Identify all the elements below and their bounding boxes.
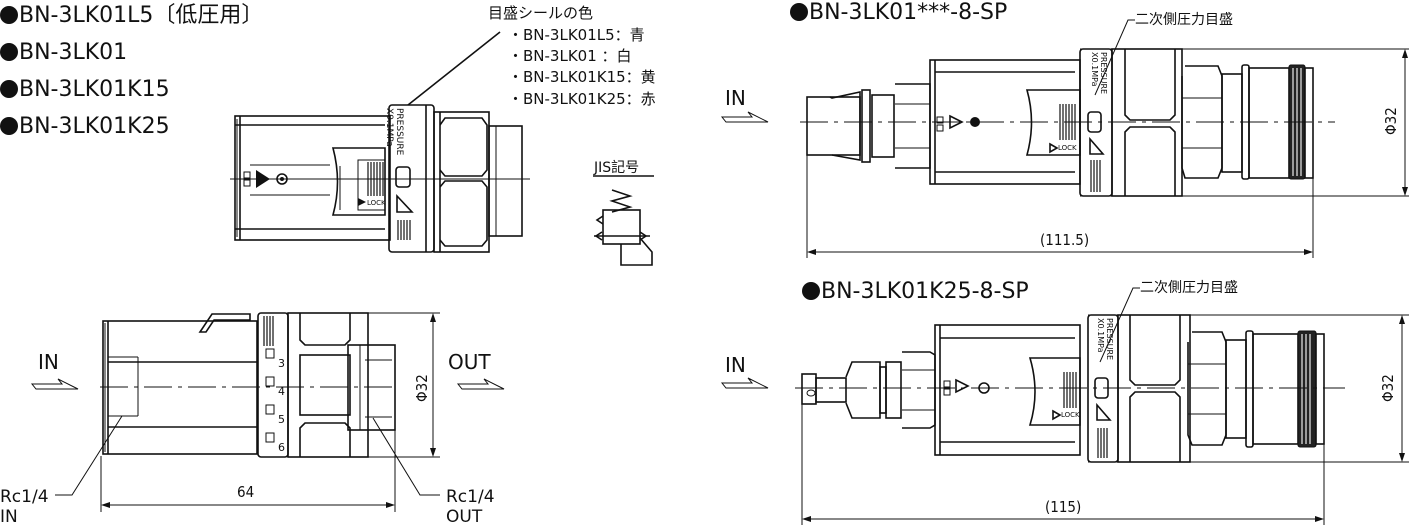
port-in-thread: Rc1/4 <box>0 487 49 507</box>
assembly-2-length-label: (115) <box>1045 498 1082 516</box>
scale-mark: 3 <box>278 357 285 370</box>
scale-mark: 4 <box>278 385 285 398</box>
assembly-2-callout-leader <box>1099 287 1140 363</box>
assembly-1-graphic <box>720 19 1409 258</box>
assembly-2-graphic <box>720 287 1409 525</box>
legend-item: ・BN-3LK01L5：青 <box>508 26 645 44</box>
legend-title: 目盛シールの色 <box>488 4 594 22</box>
window-icon <box>395 166 411 188</box>
assembly-2-title-text: BN-3LK01K25-8-SP <box>821 279 1029 304</box>
model-item: BN-3LK01K15 <box>0 79 170 101</box>
port-out-leader <box>372 417 440 496</box>
in-arrow-icon <box>30 378 79 390</box>
model-name: BN-3LK01L5〔低圧用〕 <box>19 3 264 28</box>
pressure-label-line-2: X0.1MPa <box>1096 318 1105 353</box>
side-view <box>30 312 505 512</box>
pressure-label-line-2: X0.1MPa <box>384 108 394 147</box>
assembly-2-flow-arrow-icon <box>955 378 970 394</box>
lock-arrow-icon <box>358 198 366 206</box>
side-length-label: 64 <box>237 483 255 501</box>
lock-knob <box>331 147 386 216</box>
side-diameter-label: Φ32 <box>413 374 431 402</box>
bullet-icon <box>0 6 18 24</box>
assembly-2-callout: 二次側圧力目盛 <box>1140 280 1238 296</box>
model-item: BN-3LK01 <box>0 42 127 64</box>
hex-nut <box>433 111 490 253</box>
legend-item: ・BN-3LK01K15：黄 <box>508 68 656 86</box>
assembly-1-in-arrow-icon <box>720 111 769 123</box>
assembly-1-callout: 二次側圧力目盛 <box>1135 12 1233 28</box>
model-name: BN-3LK01K15 <box>19 77 170 102</box>
port-in-leader <box>55 415 123 496</box>
scale-mark: 5 <box>278 413 285 426</box>
pressure-label-line-1: PRESSURE <box>1099 52 1108 95</box>
jis-symbol-graphic <box>593 175 654 266</box>
assembly-1-callout-leader <box>1094 19 1135 96</box>
legend-item: ・BN-3LK01 ：白 <box>508 47 632 65</box>
outlet-port <box>488 125 523 237</box>
regulator-body <box>234 115 391 241</box>
assembly-1-title-text: BN-3LK01***-8-SP <box>809 0 1008 25</box>
pressure-label-line-1: PRESSURE <box>394 108 404 156</box>
bullet-icon <box>802 282 820 300</box>
assembly-2-lock-label: LOCK <box>1061 411 1080 419</box>
assembly-1-gauge-dot-icon <box>970 117 980 127</box>
assembly-2-title: BN-3LK01K25-8-SP <box>802 281 1029 303</box>
jis-title: JIS記号 <box>594 160 640 176</box>
model-item: BN-3LK01K25 <box>0 116 170 138</box>
assembly-1-in-label: IN <box>725 86 746 110</box>
bullet-icon <box>0 43 18 61</box>
pressure-label-line-1: PRESSURE <box>1105 318 1114 361</box>
port-out-side: OUT <box>446 507 483 527</box>
assembly-1-length-label: (111.5) <box>1040 231 1090 249</box>
port-in-side: IN <box>0 507 18 527</box>
model-item: BN-3LK01L5〔低圧用〕 <box>0 5 263 27</box>
model-name: BN-3LK01 <box>19 40 128 65</box>
side-out-label: OUT <box>448 350 491 374</box>
bullet-icon <box>0 80 18 98</box>
legend-leader-line <box>407 31 501 106</box>
model-name: BN-3LK01K25 <box>19 114 170 139</box>
pointer-icon <box>396 193 414 213</box>
scale-mark: 6 <box>278 441 285 454</box>
regulator-top-view <box>230 31 530 253</box>
assembly-2-in-arrow-icon <box>720 377 769 389</box>
assembly-1-lock-label: LOCK <box>1058 144 1077 152</box>
scale-marks: 3 4 5 6 <box>278 350 285 462</box>
side-in-label: IN <box>38 350 59 374</box>
port-out-thread: Rc1/4 <box>446 487 495 507</box>
bullet-icon <box>790 3 808 21</box>
assembly-1-diameter-label: Φ32 <box>1382 107 1400 135</box>
assembly-2-in-label: IN <box>725 353 746 377</box>
assembly-1-title: BN-3LK01***-8-SP <box>790 2 1007 24</box>
lock-label: LOCK <box>367 199 386 207</box>
legend-item: ・BN-3LK01K25：赤 <box>508 90 656 108</box>
assembly-2-diameter-label: Φ32 <box>1379 374 1397 402</box>
pressure-label-line-2: X0.1MPa <box>1090 52 1099 87</box>
bullet-icon <box>0 117 18 135</box>
out-arrow-icon <box>456 378 505 390</box>
